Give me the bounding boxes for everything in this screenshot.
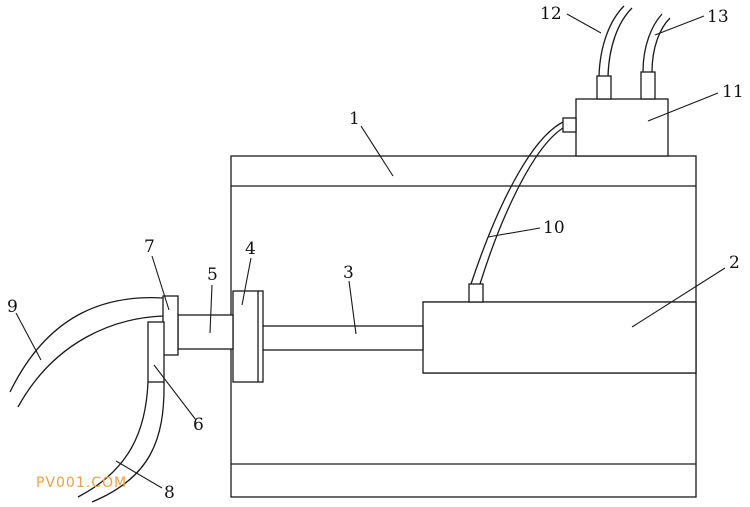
label-9: 9 [7,297,18,317]
cable-10-a [470,121,564,285]
piston-rod [260,325,424,351]
leader-7 [151,255,170,311]
control-box-port-right [640,71,656,100]
cable-12-a [598,5,625,77]
hose-9-inner [17,315,164,408]
label-12: 12 [540,4,562,24]
cable-10-b [479,127,564,285]
label-6: 6 [193,415,204,435]
nozzle-body [147,321,165,383]
leader-5 [209,284,213,334]
control-box-port-left [596,75,612,100]
label-7: 7 [144,237,155,257]
control-box [575,98,669,157]
label-11: 11 [722,82,744,102]
leader-13 [654,15,705,36]
leader-8 [115,460,163,489]
label-2: 2 [729,253,740,273]
cable-12-b [607,7,633,77]
cylinder-fitting [468,283,484,303]
leader-11 [647,92,719,122]
cylinder [422,301,697,374]
leader-3 [348,280,357,335]
label-4: 4 [245,239,256,259]
watermark-text: PV001.COM [36,475,127,491]
cable-13-b [651,17,671,73]
label-3: 3 [343,263,354,283]
leader-1 [360,125,394,177]
control-box-side-port [562,117,577,133]
leader-6 [153,364,197,421]
hose-8-inner [91,381,165,503]
label-5: 5 [207,265,218,285]
leader-4 [241,257,252,306]
leader-2 [631,267,726,328]
label-13: 13 [707,7,729,27]
leader-10 [487,227,541,238]
hose-9-outer [9,297,164,393]
coupling-shaft [177,314,234,350]
label-1: 1 [349,109,360,129]
label-10: 10 [543,218,565,238]
leader-9 [15,312,42,361]
cable-13-a [642,13,663,73]
nozzle-head [162,295,179,356]
label-8: 8 [164,483,175,503]
leader-12 [566,13,602,34]
hose-8-outer [77,381,149,498]
